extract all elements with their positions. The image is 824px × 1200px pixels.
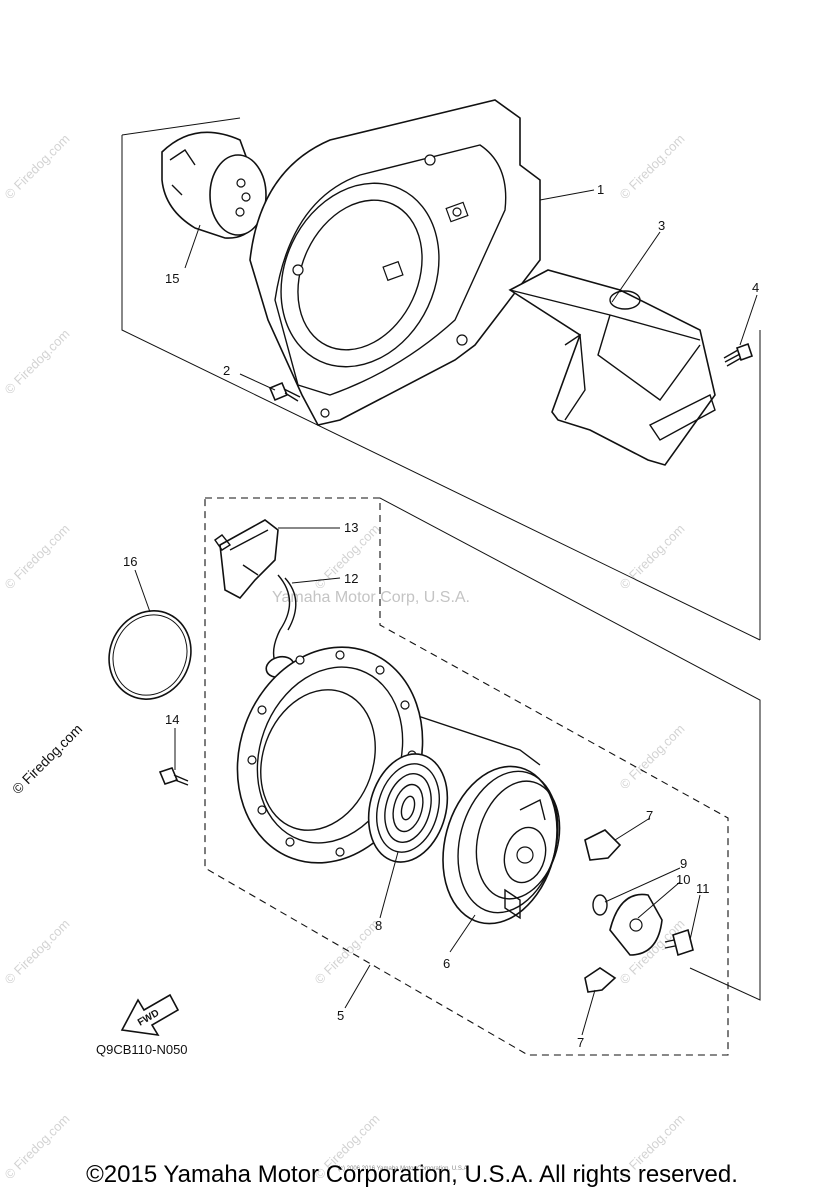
watermark-text: © Firedog.com bbox=[617, 521, 688, 592]
part-15-cap bbox=[161, 131, 267, 239]
callout-labels: 1 3 4 2 15 13 12 16 14 8 6 7 9 10 11 7 5… bbox=[96, 182, 759, 1057]
part-6-pulley-drum bbox=[442, 765, 561, 925]
callout-5: 5 bbox=[337, 1008, 344, 1023]
part-14-bolt bbox=[158, 767, 189, 786]
callout-8: 8 bbox=[375, 918, 382, 933]
watermark-text: © Firedog.com bbox=[312, 916, 383, 987]
callout-11: 11 bbox=[696, 881, 710, 896]
watermark-text: © Firedog.com bbox=[2, 916, 73, 987]
part-4-bolt bbox=[723, 342, 754, 367]
part-10-drive-plate bbox=[609, 893, 663, 956]
watermark-text: © Firedog.com bbox=[617, 721, 688, 792]
part-3-duct-cover bbox=[508, 269, 716, 466]
watermark-text: © Firedog.com bbox=[2, 326, 73, 397]
copyright-footer: ©2015 Yamaha Motor Corporation, U.S.A. A… bbox=[86, 1161, 738, 1188]
diagram-code: Q9CB110-N050 bbox=[96, 1042, 188, 1057]
callout-9: 9 bbox=[680, 856, 687, 871]
leader-lines bbox=[134, 189, 758, 1036]
part-1-fan-housing bbox=[249, 99, 541, 426]
callout-13: 13 bbox=[344, 520, 358, 535]
part-11-bolt bbox=[664, 928, 694, 957]
watermark-text: © Firedog.com bbox=[617, 131, 688, 202]
watermark-center-text: Yamaha Motor Corp, U.S.A. bbox=[272, 589, 470, 606]
part-16-round-plate bbox=[108, 610, 192, 700]
callout-7-lower: 7 bbox=[577, 1035, 584, 1050]
part-13-starter-handle bbox=[214, 519, 279, 600]
watermark-tiny-text: (c) 2006 2016 Yamaha Motor Corporation, … bbox=[338, 1166, 470, 1172]
callout-15: 15 bbox=[165, 271, 179, 286]
watermark-text: © Firedog.com bbox=[2, 521, 73, 592]
callout-1: 1 bbox=[597, 182, 604, 197]
part-9-clip bbox=[592, 894, 608, 916]
callout-2: 2 bbox=[223, 363, 230, 378]
callout-12: 12 bbox=[344, 571, 358, 586]
callout-7-upper: 7 bbox=[646, 808, 653, 823]
callout-16: 16 bbox=[123, 554, 137, 569]
callout-14: 14 bbox=[165, 712, 179, 727]
recoil-starter-dashed-frame bbox=[204, 497, 761, 1056]
part-8-spiral-spring bbox=[367, 753, 449, 863]
fwd-arrow-icon: FWD bbox=[120, 993, 180, 1037]
watermark-text: © Firedog.com bbox=[2, 131, 73, 202]
callout-6: 6 bbox=[443, 956, 450, 971]
part-7-pawl-upper bbox=[584, 829, 622, 861]
callout-3: 3 bbox=[658, 218, 665, 233]
callout-4: 4 bbox=[752, 280, 759, 295]
part-2-bolt bbox=[268, 381, 301, 402]
upper-assembly-frame bbox=[121, 117, 761, 641]
part-7-pawl-lower bbox=[584, 967, 617, 993]
watermark-dark-text: © Firedog.com bbox=[9, 721, 85, 797]
callout-10: 10 bbox=[676, 872, 690, 887]
